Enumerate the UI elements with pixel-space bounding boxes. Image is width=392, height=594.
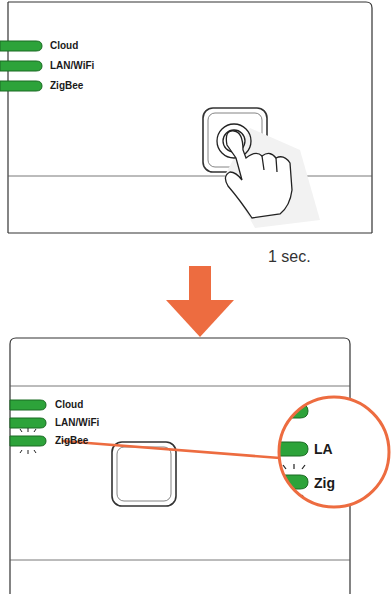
zoom-circle xyxy=(279,397,389,507)
hub-device-top xyxy=(8,2,372,233)
led-indicators-top xyxy=(0,41,42,91)
led-label: Cloud xyxy=(55,400,83,410)
led-label: LAN/WiFi xyxy=(55,418,99,428)
zoom-detail xyxy=(260,404,308,500)
led-label: Cloud xyxy=(50,41,78,51)
led-indicators-bottom xyxy=(10,400,46,446)
blink-marks xyxy=(20,428,36,454)
led-label: LAN/WiFi xyxy=(50,61,94,71)
duration-label: 1 sec. xyxy=(268,249,311,265)
zoom-leader xyxy=(62,441,280,458)
led-label: ZigBee xyxy=(55,436,88,446)
led-label: ZigBee xyxy=(50,81,83,91)
pressing-hand xyxy=(217,124,320,228)
down-arrow xyxy=(166,266,234,337)
zoom-led-label: Zig xyxy=(314,476,335,490)
zoom-led-label: LA xyxy=(314,442,333,456)
